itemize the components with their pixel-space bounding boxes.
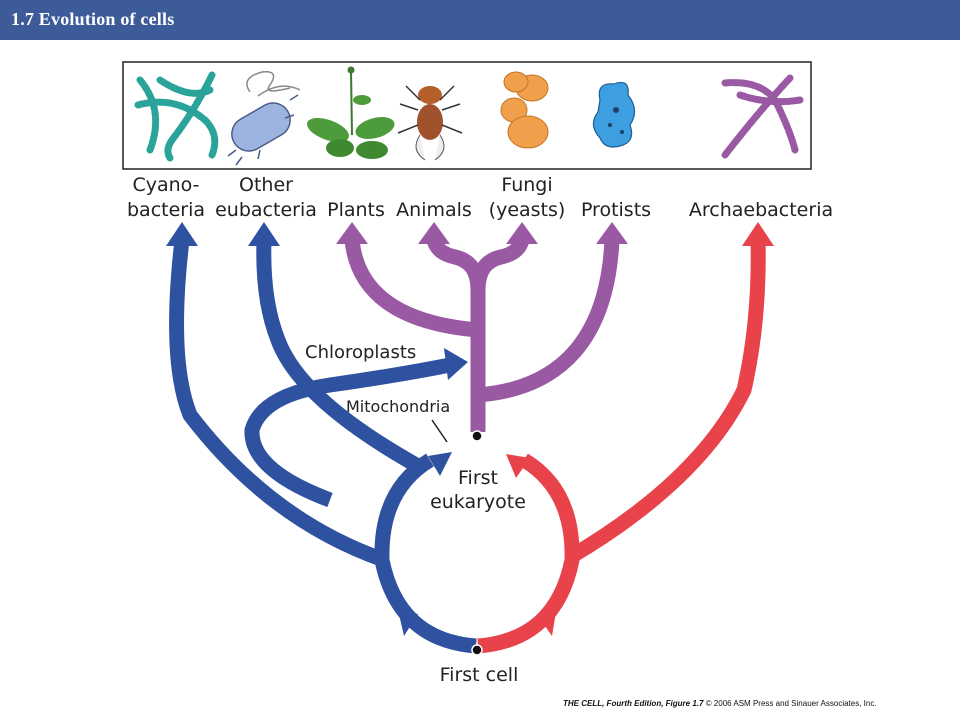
eubacteria-branches — [169, 239, 477, 654]
label-cyanobacteria-line2: bacteria — [127, 199, 205, 221]
eukaryote-arrowheads — [336, 222, 628, 244]
label-animals: Animals — [396, 199, 472, 221]
caption-source: THE CELL, Fourth Edition, Figure 1.7 — [563, 699, 704, 708]
label-plants: Plants — [327, 199, 385, 221]
label-first-cell: First cell — [440, 664, 519, 686]
label-fungi-line2: (yeasts) — [489, 199, 566, 221]
yeast-image — [500, 71, 549, 149]
protist-image — [592, 81, 636, 148]
label-first-eukaryote-line2: eukaryote — [430, 491, 526, 513]
first-cell-node — [471, 644, 483, 656]
eukaryote-branches — [344, 237, 620, 432]
label-fungi-line1: Fungi — [501, 174, 552, 196]
label-first-eukaryote-line1: First — [458, 467, 498, 489]
cyanobacteria-image — [134, 71, 219, 162]
label-cyanobacteria-line1: Cyano- — [132, 174, 199, 196]
archaebacteria-branches — [477, 239, 766, 654]
eubacteria-image — [227, 71, 301, 166]
archaebacteria-arrowheads — [506, 222, 774, 636]
first-eukaryote-node — [471, 430, 483, 442]
label-protists: Protists — [581, 199, 651, 221]
archaebacteria-image — [721, 74, 804, 159]
figure-caption: THE CELL, Fourth Edition, Figure 1.7 © 2… — [563, 699, 877, 708]
label-chloroplasts: Chloroplasts — [305, 342, 416, 363]
mitochondria-pointer — [431, 419, 448, 443]
label-eubacteria-line1: Other — [239, 174, 293, 196]
eubacteria-arrowheads — [166, 222, 468, 636]
label-eubacteria-line2: eubacteria — [215, 199, 317, 221]
label-archaebacteria: Archaebacteria — [689, 199, 833, 221]
title-bar: 1.7 Evolution of cells — [0, 0, 960, 40]
slide-title: 1.7 Evolution of cells — [11, 9, 175, 29]
label-mitochondria: Mitochondria — [346, 397, 450, 416]
caption-copyright: © 2006 ASM Press and Sinauer Associates,… — [705, 699, 877, 708]
organism-image-panel — [122, 61, 812, 170]
plant-image — [307, 66, 395, 159]
fly-image — [397, 85, 463, 161]
